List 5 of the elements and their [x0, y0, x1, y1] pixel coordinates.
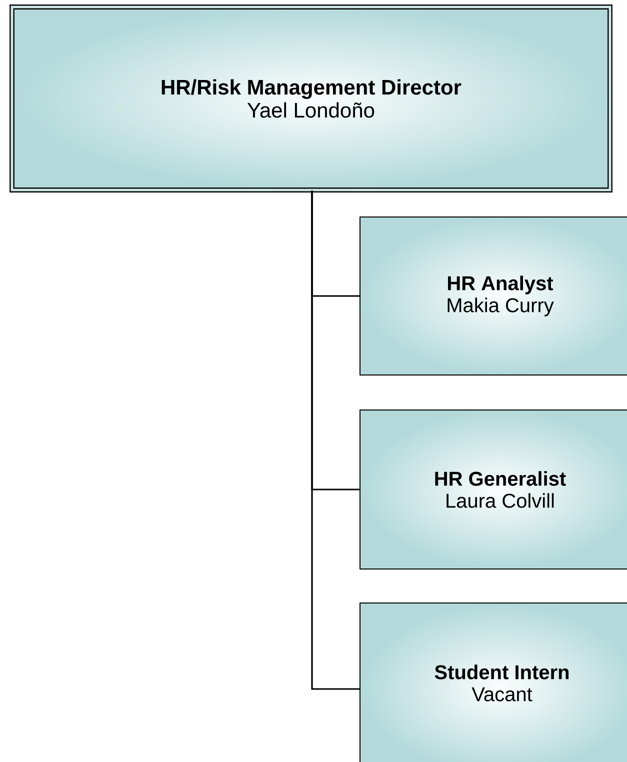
- position-box: HR Analyst Makia Curry: [360, 216, 627, 376]
- position-box: HR Generalist Laura Colvill: [360, 410, 627, 570]
- connector-line: [311, 190, 360, 690]
- position-box: Student Intern Vacant: [360, 602, 627, 762]
- director-box: HR/Risk Management Director Yael Londoño: [10, 4, 612, 192]
